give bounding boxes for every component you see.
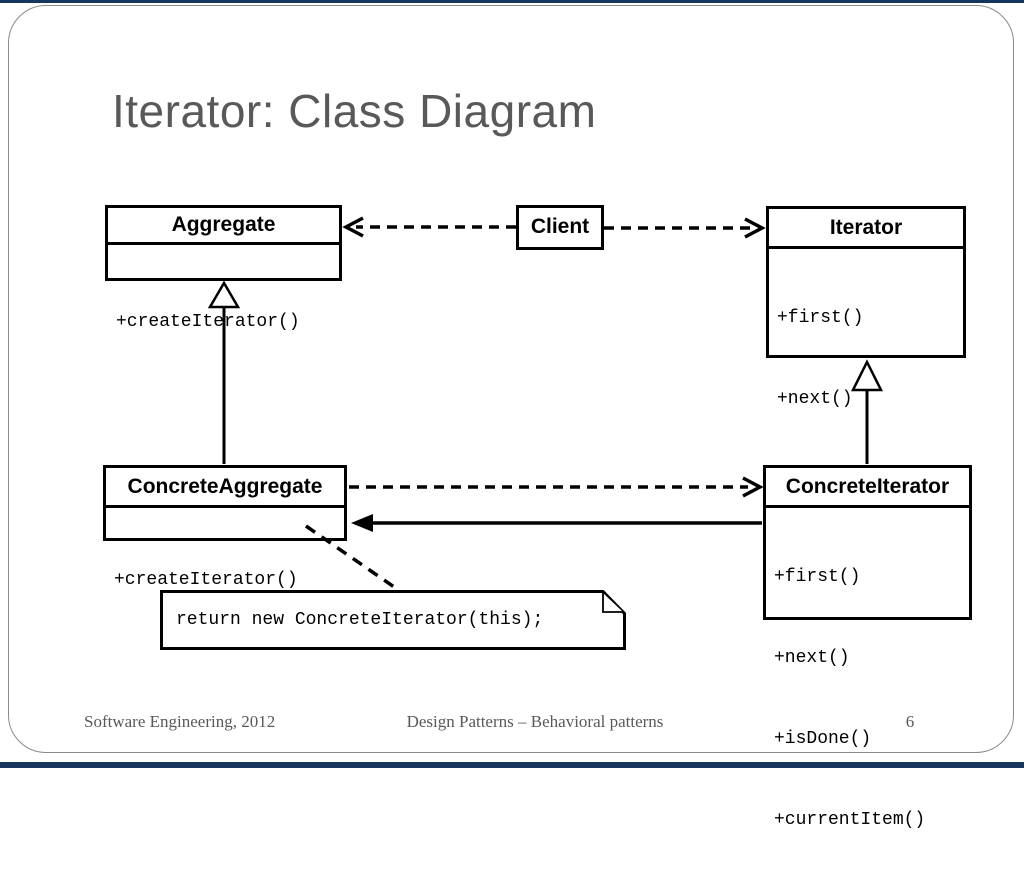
top-accent-bar [0, 0, 1024, 3]
bottom-accent-bar [0, 762, 1024, 768]
dependency-concrete-aggregate-to-concrete-iterator [349, 476, 764, 498]
association-concrete-iterator-to-concrete-aggregate [351, 514, 762, 532]
method-iterator-next: +next() [777, 389, 853, 409]
class-box-concrete-iterator: ConcreteIterator +first() +next() +isDon… [763, 465, 972, 830]
method-concrete-iterator-currentitem: +currentItem() [774, 810, 926, 830]
class-box-concrete-aggregate: ConcreteAggregate +createIterator() [103, 465, 347, 590]
method-concrete-aggregate-createiterator: +createIterator() [114, 570, 298, 590]
class-box-iterator: Iterator +first() +next() +isDone() +cur… [766, 206, 966, 571]
page-title: Iterator: Class Diagram [112, 85, 597, 137]
footer-course: Software Engineering, 2012 [84, 712, 276, 731]
method-aggregate-createiterator: +createIterator() [116, 312, 300, 332]
footer-section: Design Patterns – Behavioral patterns [406, 712, 664, 731]
class-name-concrete-aggregate: ConcreteAggregate [106, 468, 344, 508]
class-name-iterator: Iterator [769, 209, 963, 249]
note-text: return new ConcreteIterator(this); [176, 610, 544, 630]
dependency-client-to-aggregate [342, 216, 516, 238]
dependency-client-to-iterator [604, 217, 766, 239]
class-name-client: Client [530, 215, 590, 238]
method-concrete-iterator-next: +next() [774, 648, 850, 668]
class-box-client: Client [516, 205, 604, 250]
page-number: 6 [905, 712, 915, 731]
class-name-aggregate: Aggregate [108, 208, 339, 245]
class-name-concrete-iterator: ConcreteIterator [766, 468, 969, 508]
method-concrete-iterator-first: +first() [774, 567, 861, 587]
class-box-aggregate: Aggregate +createIterator() [105, 205, 342, 332]
method-iterator-first: +first() [777, 308, 864, 328]
method-concrete-iterator-isdone: +isDone() [774, 729, 872, 749]
